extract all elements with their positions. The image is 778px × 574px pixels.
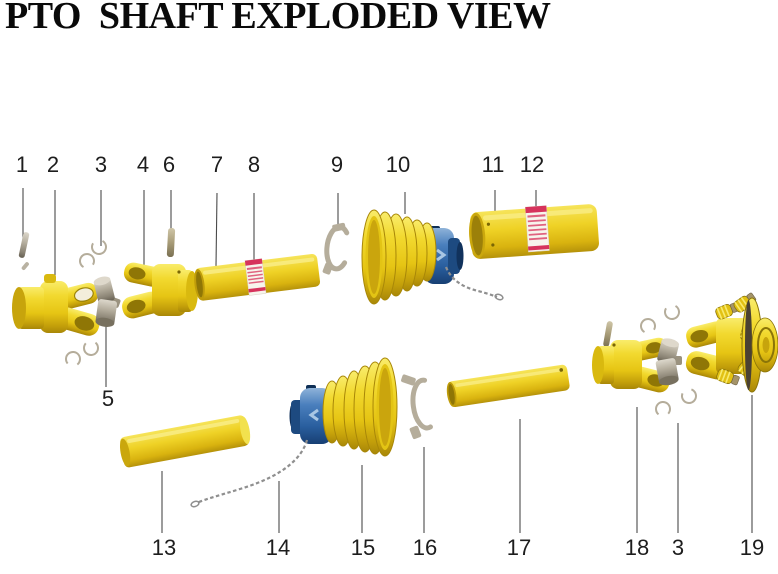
part-6-pin [166,227,176,258]
part-label-11: 11 [481,152,505,177]
part-12-warning-label [525,205,550,253]
part-label-2: 2 [46,152,60,177]
part-14-chain [190,439,309,508]
guard-chain [444,266,504,301]
part-label-16: 16 [412,535,438,560]
part-2-outer-yoke [12,274,100,336]
part-label-3-bottom: 3 [671,535,685,560]
part-label-19: 19 [739,535,765,560]
part-label-1: 1 [15,152,29,177]
part-10-guard-cone [361,209,504,305]
part-label-14: 14 [265,535,291,560]
part-5-cross-journal [93,276,121,327]
part-label-7: 7 [210,152,224,177]
snap-ring [664,304,680,320]
part-16-bearing-ring [401,374,433,440]
part-11-guard-tube [469,204,599,259]
part-label-13: 13 [151,535,177,560]
page-title: PTO SHAFT EXPLODED VIEW [5,0,551,37]
part-label-12: 12 [519,152,545,177]
snap-ring [79,253,95,269]
part-label-18: 18 [624,535,650,560]
part-label-15: 15 [350,535,376,560]
part-label-8: 8 [247,152,261,177]
part-3-snap-rings-right [640,304,697,417]
part-label-10: 10 [385,152,411,177]
snap-ring [65,350,81,367]
snap-ring [91,239,107,255]
snap-ring [640,318,656,334]
part-1-push-pin [18,232,30,270]
part-label-6: 6 [162,152,176,177]
leader-line-7 [215,192,218,267]
part-4-inner-yoke [122,262,198,319]
part-18-pin [603,321,613,347]
part-19-flange-yoke [685,292,778,393]
part-3-snap-rings-left [65,239,107,367]
part-7-drive-tube [194,254,321,301]
part-15-guard-cone [190,357,398,508]
part-9-bearing-ring [322,222,350,275]
snap-ring [655,401,671,417]
part-17-drive-tube [446,364,570,408]
snap-ring [681,388,697,404]
part-13-inner-guard-tube [119,415,251,468]
part-label-4: 4 [136,152,150,177]
part-label-17: 17 [506,535,532,560]
part-label-3-top: 3 [94,152,108,177]
cross-journal-right [655,338,682,386]
snap-ring [83,340,99,356]
part-label-9: 9 [330,152,344,177]
part-8-warning-label [244,258,267,296]
part-label-5: 5 [101,386,115,411]
